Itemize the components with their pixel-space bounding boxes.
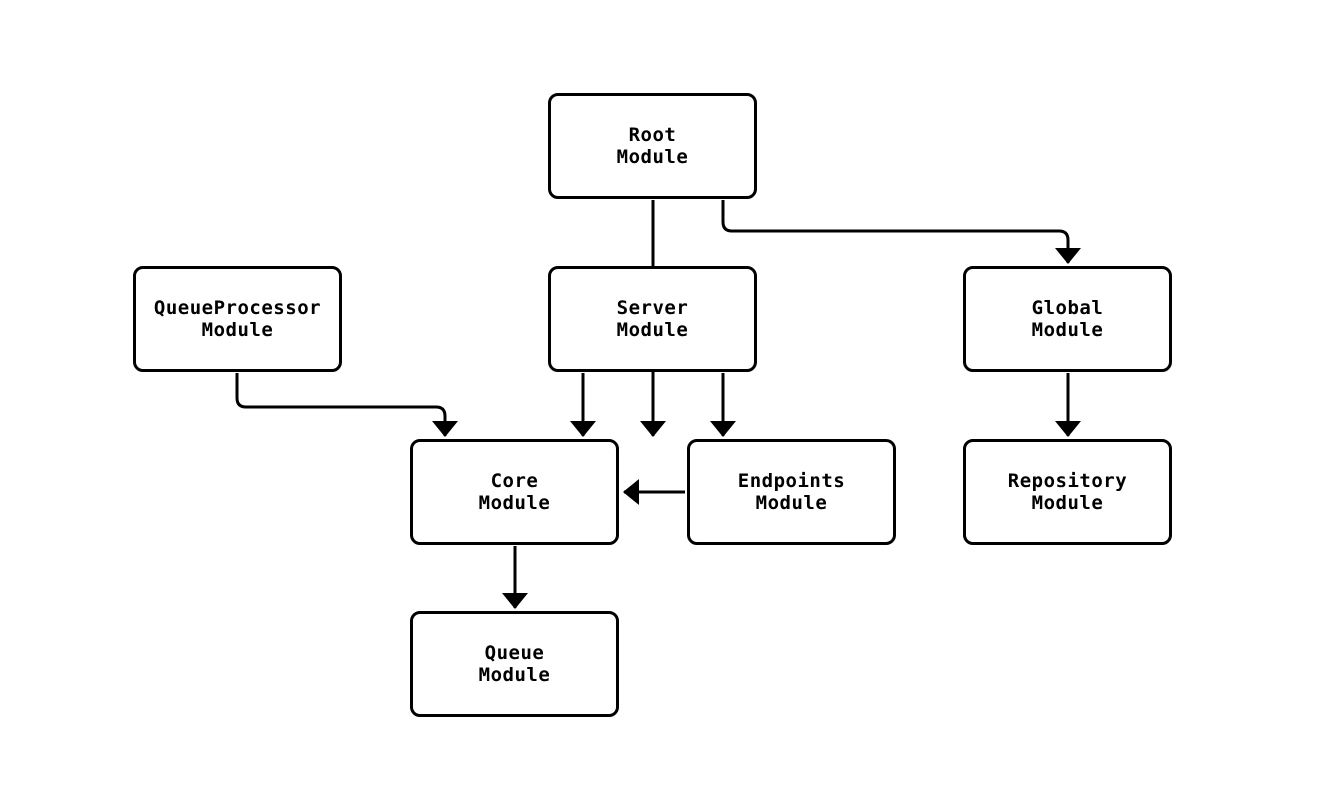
node-endpoints-module: Endpoints Module	[687, 439, 896, 545]
node-queueprocessor-module: QueueProcessor Module	[133, 266, 342, 372]
edge-group	[235, 200, 1081, 609]
node-label: Endpoints Module	[737, 470, 846, 514]
node-label: Global Module	[1031, 297, 1104, 341]
node-root-module: Root Module	[548, 93, 757, 199]
node-label: QueueProcessor Module	[153, 297, 322, 341]
node-label: Core Module	[478, 470, 551, 514]
node-queue-module: Queue Module	[410, 611, 619, 717]
node-label: Server Module	[616, 297, 689, 341]
node-label: Repository Module	[1007, 470, 1128, 514]
node-repository-module: Repository Module	[963, 439, 1172, 545]
node-label: Queue Module	[478, 642, 551, 686]
node-global-module: Global Module	[963, 266, 1172, 372]
edge-queueprocessor-to-core	[235, 373, 458, 437]
node-server-module: Server Module	[548, 266, 757, 372]
node-core-module: Core Module	[410, 439, 619, 545]
node-label: Root Module	[616, 124, 689, 168]
edge-root-to-global	[721, 200, 1081, 264]
